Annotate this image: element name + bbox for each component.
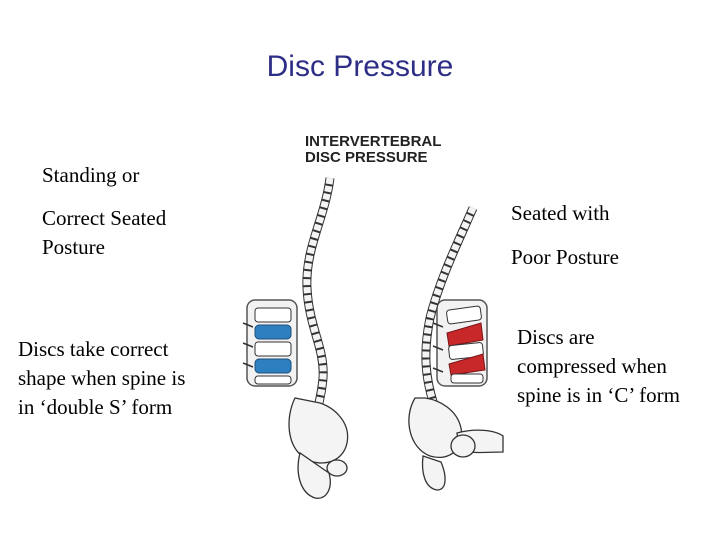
healthy-disc <box>254 358 292 374</box>
left-spine <box>288 177 349 499</box>
right-label-poor-posture: Poor Posture <box>511 245 619 269</box>
compressed-disc <box>448 353 486 376</box>
healthy-disc-inset <box>242 299 298 387</box>
figure-heading-line2: DISC PRESSURE <box>305 149 428 166</box>
spine-illustration <box>242 177 504 499</box>
left-label-standing: Standing or <box>42 163 140 187</box>
healthy-disc <box>254 324 292 340</box>
right-label-seated: Seated with <box>511 201 610 225</box>
compressed-disc-inset <box>432 299 488 387</box>
figure-heading: INTERVERTEBRAL DISC PRESSURE <box>305 134 465 166</box>
right-spine <box>408 206 504 491</box>
right-caption: Discs are compressed when spine is in ‘C… <box>517 325 680 407</box>
left-label-correct-posture: Correct Seated Posture <box>42 206 167 259</box>
left-caption: Discs take correct shape when spine is i… <box>18 337 186 419</box>
slide-title: Disc Pressure <box>266 50 454 83</box>
compressed-disc <box>446 322 484 347</box>
figure-heading-line1: INTERVERTEBRAL <box>305 133 442 150</box>
